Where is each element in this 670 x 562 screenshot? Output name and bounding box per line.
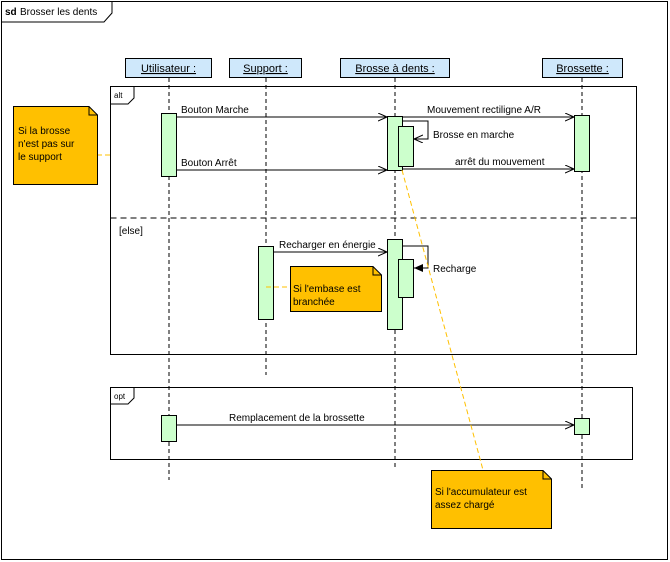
activation-brush-1b bbox=[398, 126, 414, 167]
alt-else-guard: [else] bbox=[119, 226, 143, 237]
message-arret-du-mouvement: arrêt du mouvement bbox=[402, 157, 574, 169]
svg-text:Bouton Arrêt: Bouton Arrêt bbox=[181, 158, 237, 169]
svg-text:Recharger en énergie: Recharger en énergie bbox=[279, 240, 376, 251]
svg-text:Mouvement rectiligne A/R: Mouvement rectiligne A/R bbox=[427, 105, 541, 116]
activation-user-2 bbox=[161, 415, 177, 442]
activation-head-2 bbox=[574, 418, 590, 435]
sd-frame-title: Brosser les dents bbox=[20, 7, 97, 18]
note-1-line-1: Si la brosse bbox=[18, 126, 71, 137]
message-recharge: Recharge bbox=[402, 245, 477, 275]
lifeline-brush: Brosse à dents : bbox=[340, 58, 450, 78]
lifeline-head: Brossette : bbox=[542, 58, 623, 78]
lifeline-user: Utilisateur : bbox=[125, 58, 212, 78]
activation-support-1 bbox=[258, 246, 274, 320]
sd-frame-kind: sd bbox=[5, 7, 17, 18]
opt-operator: opt bbox=[114, 392, 126, 401]
opt-fragment: opt bbox=[110, 387, 633, 460]
message-bouton-marche: Bouton Marche bbox=[176, 105, 387, 117]
activation-brush-2b bbox=[398, 259, 414, 298]
lifeline-head-label: Brossette : bbox=[556, 63, 609, 75]
note-3-line-1: Si l'accumulateur est bbox=[435, 487, 527, 498]
svg-text:Bouton Marche: Bouton Marche bbox=[181, 105, 249, 116]
note-1-line-2: n'est pas sur bbox=[18, 139, 75, 150]
note-3-link bbox=[401, 169, 484, 471]
message-recharger: Recharger en énergie bbox=[273, 240, 387, 252]
svg-text:arrêt du mouvement: arrêt du mouvement bbox=[455, 157, 545, 168]
message-remplacement: Remplacement de la brossette bbox=[176, 413, 574, 425]
note-1-line-3: le support bbox=[18, 152, 62, 163]
alt-fragment: alt [else] bbox=[110, 86, 637, 355]
lifeline-user-label: Utilisateur : bbox=[141, 63, 196, 75]
message-brosse-en-marche: Brosse en marche bbox=[402, 120, 515, 141]
note-3: Si l'accumulateur est assez chargé bbox=[431, 470, 552, 529]
lifeline-support: Support : bbox=[229, 58, 302, 78]
message-mouvement: Mouvement rectiligne A/R bbox=[402, 105, 574, 117]
message-bouton-arret: Bouton Arrêt bbox=[176, 158, 387, 170]
lifeline-support-label: Support : bbox=[243, 63, 288, 75]
lifeline-brush-label: Brosse à dents : bbox=[355, 63, 435, 75]
svg-text:Recharge: Recharge bbox=[433, 264, 477, 275]
activation-user-1 bbox=[161, 113, 177, 177]
note-3-line-2: assez chargé bbox=[435, 500, 495, 511]
svg-text:Remplacement de la brossette: Remplacement de la brossette bbox=[229, 413, 365, 424]
alt-operator: alt bbox=[114, 91, 123, 100]
note-2: Si l'embase est branchée bbox=[290, 266, 382, 312]
note-2-line-2: branchée bbox=[293, 297, 335, 308]
note-2-line-1: Si l'embase est bbox=[293, 284, 361, 295]
activation-head-1 bbox=[574, 115, 590, 172]
svg-text:Brosse en marche: Brosse en marche bbox=[433, 130, 515, 141]
sd-frame-tab bbox=[1, 1, 113, 23]
note-1: Si la brosse n'est pas sur le support bbox=[13, 106, 98, 185]
